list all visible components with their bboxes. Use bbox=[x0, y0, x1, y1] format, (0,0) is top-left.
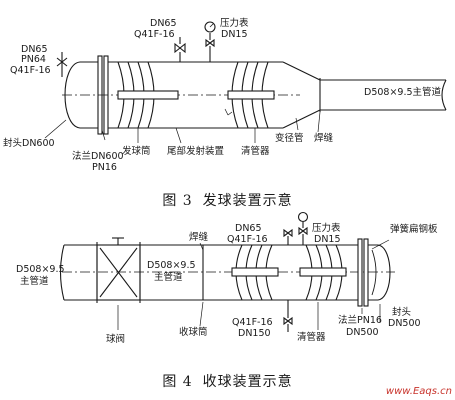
fig4-main-pipe-spec: D508×9.5 bbox=[16, 264, 65, 275]
fig4-pig-label: 清管器 bbox=[297, 331, 326, 343]
fig3-flange-label: 法兰DN600 bbox=[72, 150, 124, 162]
fig4-flange-dn: DN500 bbox=[346, 327, 379, 338]
figure4-receiver bbox=[59, 211, 395, 332]
fig4-top-valve-model: Q41F-16 bbox=[227, 234, 268, 245]
fig4-flange-right bbox=[363, 238, 369, 307]
figure3-caption-text: 发球装置示意 bbox=[202, 193, 293, 209]
fig3-tail-launcher-label: 尾部发射装置 bbox=[167, 145, 224, 157]
fig3-weld-label: 焊缝 bbox=[314, 132, 334, 144]
figure4-caption-text: 收球装置示意 bbox=[202, 374, 293, 390]
fig3-main-pipe bbox=[320, 79, 446, 111]
figure4-labels: D508×9.5 主管道 球阀 D508×9.5 主管道 焊缝 收球筒 DN65… bbox=[16, 222, 438, 345]
figure3-caption-number: 图 3 bbox=[162, 193, 193, 209]
fig4-spring-plate-label: 弹簧扁钢板 bbox=[390, 223, 438, 235]
fig4-weld-label: 焊缝 bbox=[189, 231, 209, 243]
fig3-vent-valve-pn: PN64 bbox=[21, 54, 46, 65]
fig3-reducer bbox=[282, 61, 321, 129]
fig3-head-label: 封头DN600 bbox=[3, 137, 55, 149]
fig4-gauge-dn: DN15 bbox=[314, 234, 341, 245]
fig4-ball-valve-label: 球阀 bbox=[106, 333, 125, 345]
fig3-pig-label: 清管器 bbox=[241, 145, 270, 157]
fig4-head-label: 封头 bbox=[392, 306, 411, 318]
fig4-bottom-valve-model: Q41F-16 bbox=[232, 317, 273, 328]
fig4-flange-label: 法兰PN16 bbox=[338, 314, 382, 326]
fig4-inner-pipe-label: 主管道 bbox=[154, 271, 183, 283]
figure3-launcher bbox=[44, 21, 447, 144]
fig3-gauge-dn: DN15 bbox=[221, 29, 248, 40]
fig4-gauge-label: 压力表 bbox=[312, 222, 341, 234]
figure4-caption-number: 图 4 bbox=[162, 374, 193, 390]
figure4-caption: 图 4 收球装置示意 bbox=[0, 371, 455, 391]
fig3-barrel-label: 发球筒 bbox=[122, 145, 151, 157]
figure3-labels: DN65 PN64 Q41F-16 DN65 Q41F-16 压力表 DN15 … bbox=[3, 17, 442, 173]
fig4-head bbox=[368, 244, 391, 301]
fig4-top-valve-dn: DN65 bbox=[235, 223, 262, 234]
fig4-barrel-label: 收球筒 bbox=[179, 326, 208, 338]
watermark: www.Eaqs.cn bbox=[385, 386, 452, 397]
fig3-flange-pn: PN16 bbox=[92, 162, 117, 173]
fig4-main-pipe-label: 主管道 bbox=[20, 275, 49, 287]
fig3-vent-valve-dn: DN65 bbox=[21, 44, 48, 55]
fig3-top-valve-model: Q41F-16 bbox=[134, 29, 175, 40]
fig4-flange-left bbox=[357, 238, 363, 307]
fig3-reducer-label: 变径管 bbox=[275, 132, 304, 144]
fig4-pressure-gauge bbox=[297, 211, 309, 223]
fig4-inner-pipe-spec: D508×9.5 bbox=[147, 260, 196, 271]
fig4-bottom-valve-dn: DN150 bbox=[238, 328, 271, 339]
fig3-vent-valve-model: Q41F-16 bbox=[10, 65, 51, 76]
figure3-caption: 图 3 发球装置示意 bbox=[0, 190, 455, 210]
fig3-top-valve-dn: DN65 bbox=[150, 18, 177, 29]
fig4-head-dn: DN500 bbox=[388, 318, 421, 329]
fig3-gauge-label: 压力表 bbox=[220, 17, 249, 29]
fig3-main-pipe-label: D508×9.5主管道 bbox=[364, 86, 442, 98]
